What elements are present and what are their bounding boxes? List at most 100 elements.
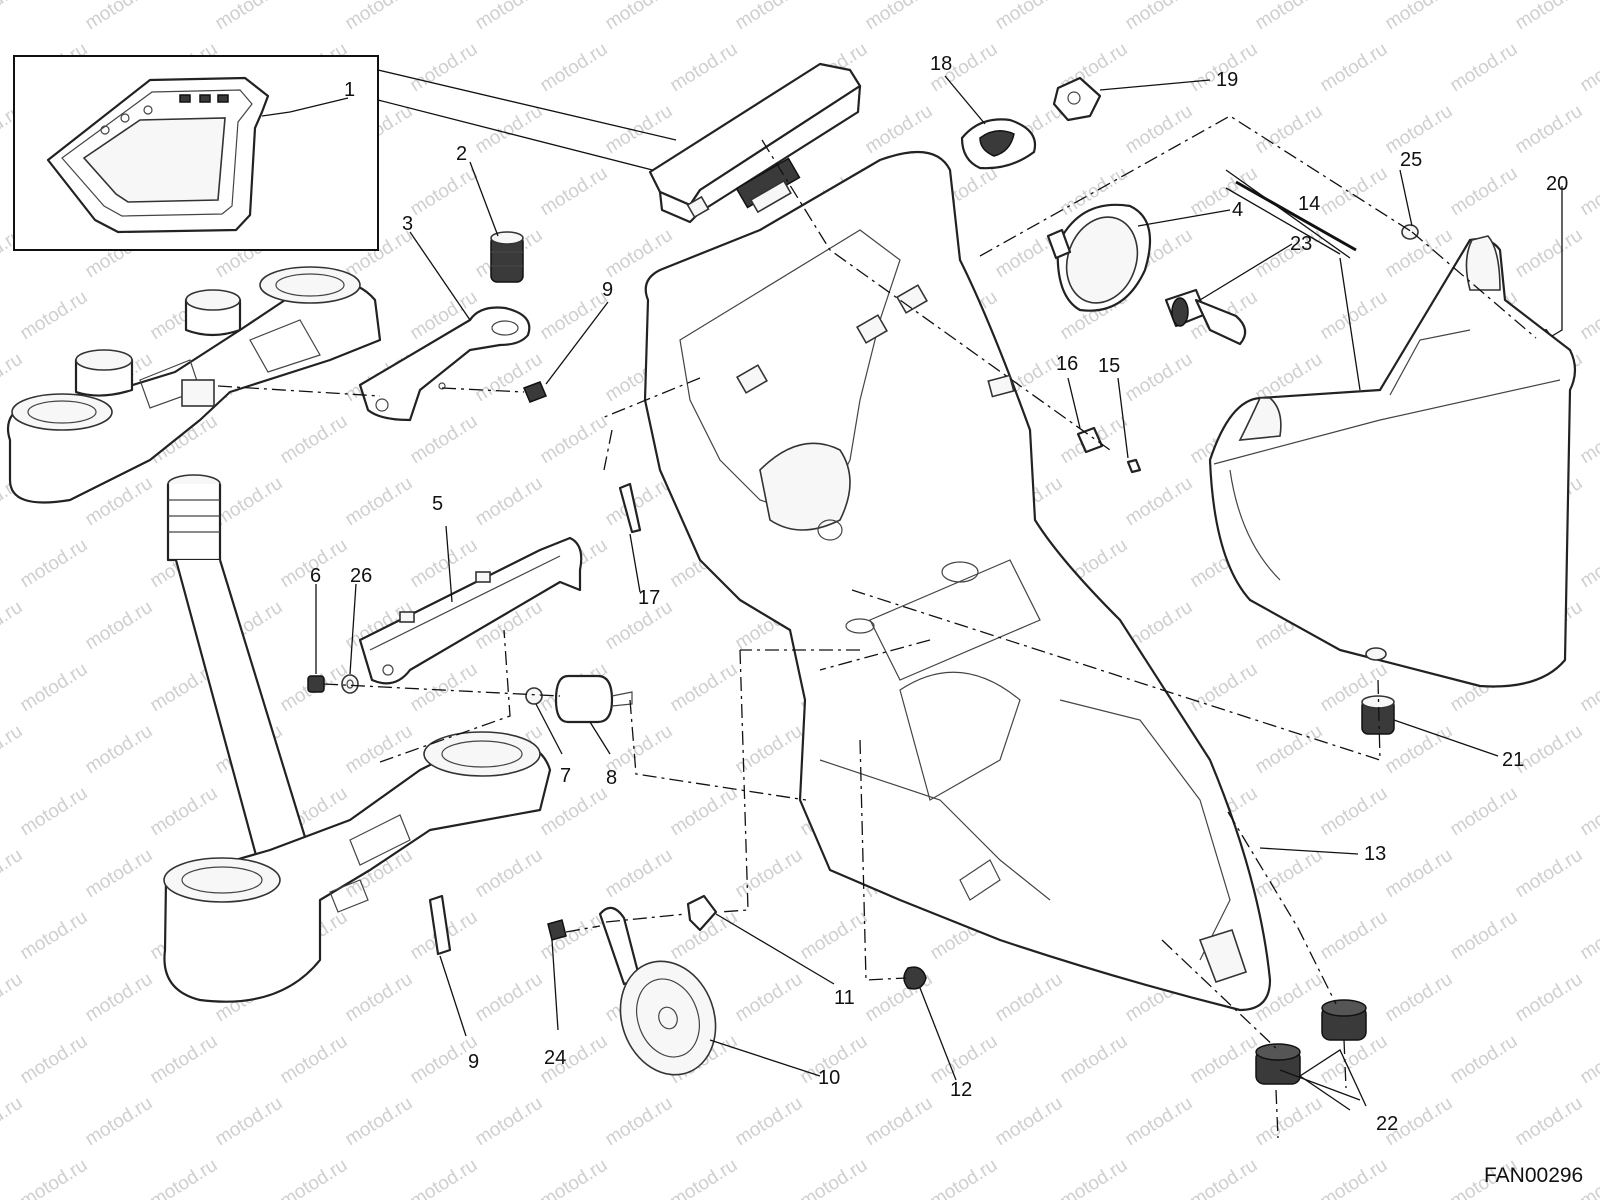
watermark-text: motod.ru [667, 1155, 742, 1200]
callout-10: 10 [818, 1067, 840, 1089]
watermark-text: motod.ru [667, 659, 742, 717]
callout-6: 6 [310, 565, 321, 587]
watermark-text: motod.ru [82, 969, 157, 1027]
watermark-text: motod.ru [277, 1155, 352, 1200]
watermark-text: motod.ru [732, 969, 807, 1027]
headlight-support-frame [643, 150, 1272, 1012]
watermark-text: motod.ru [147, 1155, 222, 1200]
callout-4: 4 [1232, 199, 1243, 221]
upper-triple-clamp [6, 266, 382, 504]
callout-3: 3 [402, 213, 413, 235]
watermark-text: motod.ru [17, 535, 92, 593]
watermark-text: motod.ru [1512, 1093, 1587, 1151]
watermark-text: motod.ru [992, 1093, 1067, 1151]
bracket-5 [358, 536, 583, 685]
callout-19: 19 [1216, 69, 1238, 91]
watermark-text: motod.ru [1577, 287, 1600, 345]
grommet-21 [1361, 695, 1395, 735]
watermark-text: motod.ru [407, 163, 482, 221]
watermark-text: motod.ru [1057, 1031, 1132, 1089]
watermark-text: motod.ru [862, 101, 937, 159]
alignment-lines [217, 115, 1537, 1139]
watermark-text: motod.ru [17, 659, 92, 717]
inset-instrument-bezel [13, 55, 379, 251]
watermark-text: motod.ru [1577, 907, 1600, 965]
watermark-text: motod.ru [342, 473, 417, 531]
hardware-pieces [307, 224, 1554, 990]
headlight-housing [1208, 235, 1577, 688]
watermark-text: motod.ru [472, 969, 547, 1027]
callout-18: 18 [930, 53, 952, 75]
watermark-text: motod.ru [1382, 969, 1457, 1027]
watermark-text: motod.ru [862, 0, 937, 34]
watermark-text: motod.ru [732, 721, 807, 779]
watermark-text: motod.ru [1252, 101, 1327, 159]
watermark-text: motod.ru [342, 969, 417, 1027]
watermark-text: motod.ru [732, 1093, 807, 1151]
watermark-text: motod.ru [212, 1093, 287, 1151]
drawing-code: FAN00296 [1484, 1164, 1583, 1187]
clip-19 [1052, 76, 1102, 122]
watermark-text: motod.ru [667, 783, 742, 841]
callout-26: 26 [350, 565, 372, 587]
callout-11: 11 [834, 987, 855, 1009]
callout-9-lower: 9 [468, 1051, 479, 1073]
watermark-text: motod.ru [602, 1093, 677, 1151]
watermark-text: motod.ru [1317, 39, 1392, 97]
watermark-text: motod.ru [1447, 783, 1522, 841]
watermark-text: motod.ru [1577, 535, 1600, 593]
watermark-text: motod.ru [927, 1155, 1002, 1200]
watermark-text: motod.ru [1447, 39, 1522, 97]
watermark-text: motod.ru [0, 845, 26, 903]
watermark-text: motod.ru [82, 721, 157, 779]
watermark-text: motod.ru [1577, 1031, 1600, 1089]
watermark-text: motod.ru [1122, 101, 1197, 159]
watermark-text: motod.ru [537, 1155, 612, 1200]
watermark-text: motod.ru [342, 1093, 417, 1151]
watermark-text: motod.ru [17, 1031, 92, 1089]
watermark-text: motod.ru [1252, 0, 1327, 34]
headlight-bulb [1164, 288, 1247, 346]
callout-23: 23 [1290, 233, 1312, 255]
watermark-text: motod.ru [0, 597, 26, 655]
watermark-text: motod.ru [602, 845, 677, 903]
grommet-2 [490, 231, 524, 283]
watermark-text: motod.ru [1252, 845, 1327, 903]
watermark-text: motod.ru [667, 39, 742, 97]
watermark-text: motod.ru [1187, 1155, 1262, 1200]
watermark-text: motod.ru [862, 1093, 937, 1151]
callout-16: 16 [1056, 353, 1078, 375]
watermark-text: motod.ru [147, 1031, 222, 1089]
rubber-pads-22 [1255, 999, 1367, 1085]
watermark-text: motod.ru [147, 783, 222, 841]
callout-14: 14 [1298, 193, 1320, 215]
watermark-text: motod.ru [1122, 0, 1197, 34]
watermark-text: motod.ru [82, 597, 157, 655]
callout-5: 5 [432, 493, 443, 515]
watermark-text: motod.ru [1317, 783, 1392, 841]
watermark-text: motod.ru [0, 721, 26, 779]
callout-13: 13 [1364, 843, 1386, 865]
watermark-text: motod.ru [472, 101, 547, 159]
watermark-text: motod.ru [537, 287, 612, 345]
watermark-text: motod.ru [0, 969, 26, 1027]
watermark-text: motod.ru [1382, 0, 1457, 34]
callout-22: 22 [1376, 1113, 1398, 1135]
watermark-text: motod.ru [1512, 969, 1587, 1027]
watermark-text: motod.ru [1512, 101, 1587, 159]
watermark-text: motod.ru [17, 907, 92, 965]
watermark-text: motod.ru [82, 1093, 157, 1151]
watermark-text: motod.ru [1447, 907, 1522, 965]
watermark-text: motod.ru [537, 783, 612, 841]
watermark-text: motod.ru [1382, 225, 1457, 283]
watermark-text: motod.ru [472, 0, 547, 34]
callout-20: 20 [1546, 173, 1568, 195]
watermark-text: motod.ru [1512, 845, 1587, 903]
watermark-text: motod.ru [1252, 1093, 1327, 1151]
watermark-text: motod.ru [1577, 163, 1600, 221]
watermark-text: motod.ru [992, 969, 1067, 1027]
watermark-text: motod.ru [1122, 473, 1197, 531]
watermark-text: motod.ru [732, 0, 807, 34]
callout-7: 7 [560, 765, 571, 787]
